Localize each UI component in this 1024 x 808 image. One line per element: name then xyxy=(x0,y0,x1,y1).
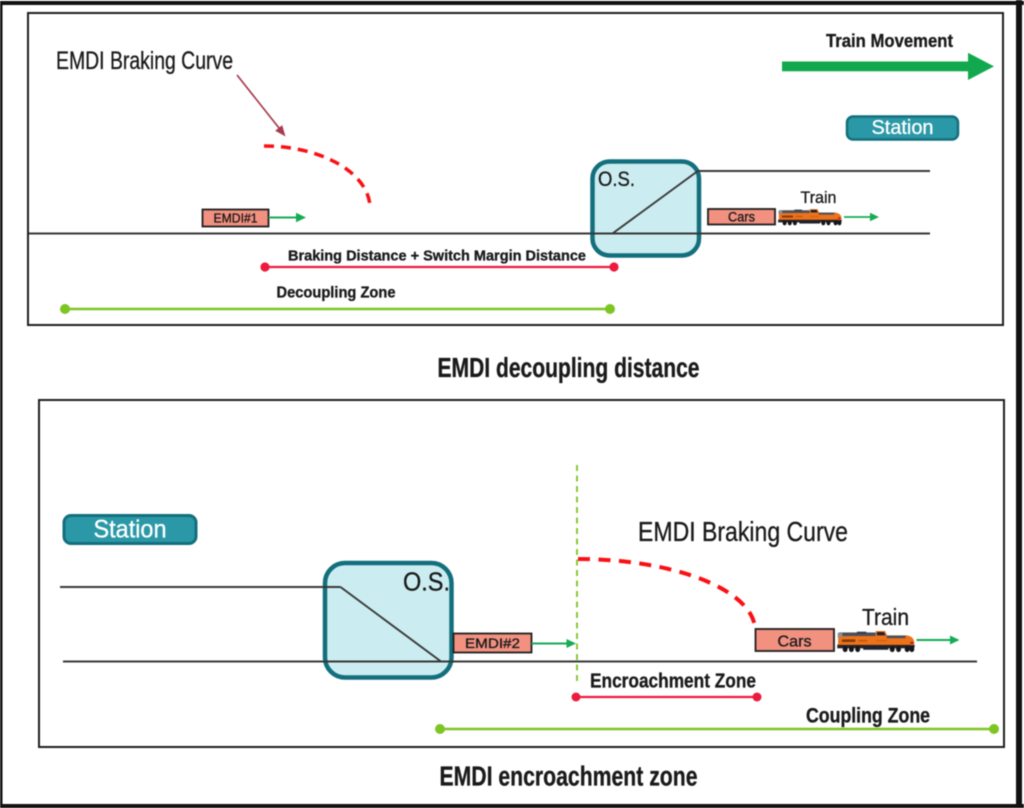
svg-text:EMDI encroachment zone: EMDI encroachment zone xyxy=(440,761,698,792)
svg-text:Train: Train xyxy=(801,188,837,207)
svg-text:EMDI#1: EMDI#1 xyxy=(214,212,258,226)
svg-text:Station: Station xyxy=(94,516,167,544)
svg-text:O.S.: O.S. xyxy=(598,168,635,191)
svg-text:EMDI Braking Curve: EMDI Braking Curve xyxy=(638,516,848,547)
svg-text:Decoupling Zone: Decoupling Zone xyxy=(277,285,396,302)
svg-text:O.S.: O.S. xyxy=(403,567,450,597)
svg-text:Station: Station xyxy=(872,117,934,139)
svg-text:Braking Distance + Switch Marg: Braking Distance + Switch Margin Distanc… xyxy=(288,249,586,265)
svg-text:Encroachment Zone: Encroachment Zone xyxy=(590,670,756,693)
svg-text:EMDI decoupling distance: EMDI decoupling distance xyxy=(438,352,700,383)
svg-text:Train: Train xyxy=(862,604,909,630)
svg-text:EMDI#2: EMDI#2 xyxy=(465,635,520,651)
svg-text:Train Movement: Train Movement xyxy=(826,30,953,51)
svg-text:Cars: Cars xyxy=(778,634,812,651)
svg-text:EMDI Braking Curve: EMDI Braking Curve xyxy=(56,47,233,75)
svg-text:Coupling Zone: Coupling Zone xyxy=(806,705,930,728)
svg-text:Cars: Cars xyxy=(728,210,755,225)
